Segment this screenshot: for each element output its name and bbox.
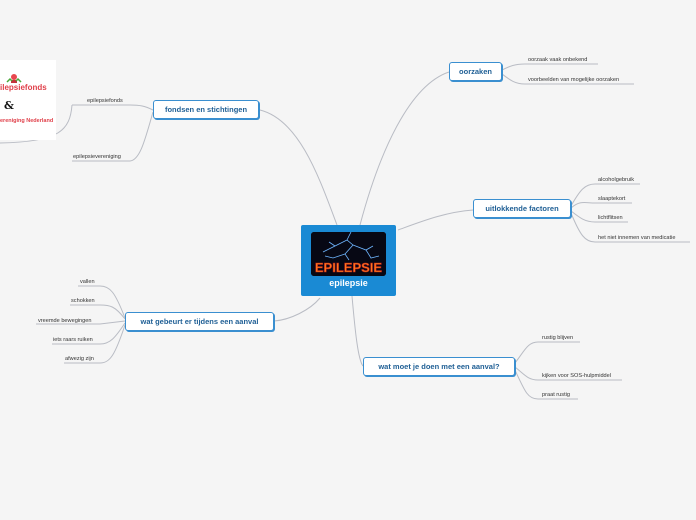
subtopic-item[interactable]: lichtflitsen: [598, 215, 623, 221]
subtopic-item[interactable]: voorbeelden van mogelijke oorzaken: [528, 77, 619, 83]
topic-oorzaken[interactable]: oorzaken: [449, 62, 502, 81]
subtopic-item[interactable]: alcoholgebruik: [598, 177, 634, 183]
topic-label: fondsen en stichtingen: [165, 105, 247, 114]
subtopic-item[interactable]: slaaptekort: [598, 196, 625, 202]
central-label: epilepsie: [301, 278, 396, 288]
subtopic-item[interactable]: epilepsievereniging: [73, 154, 121, 160]
central-node[interactable]: EPILEPSIE epilepsie: [301, 225, 396, 296]
subtopic-item[interactable]: kijken voor SOS-hulpmiddel: [542, 373, 611, 379]
topic-wat-gebeurt-er[interactable]: wat gebeurt er tijdens een aanval: [125, 312, 274, 331]
subtopic-item[interactable]: praat rustig: [542, 392, 570, 398]
subtopic-item[interactable]: iets raars ruiken: [53, 337, 93, 343]
subtopic-item[interactable]: het niet innemen van medicatie: [598, 235, 675, 241]
image-title: EPILEPSIE: [315, 260, 383, 275]
crown-icon: [7, 74, 21, 83]
topic-label: oorzaken: [459, 67, 492, 76]
topic-label: uitlokkende factoren: [485, 204, 558, 213]
subtopic-item[interactable]: rustig blijven: [542, 335, 573, 341]
logo-graphic: ilepsiefonds & ereniging Nederland: [0, 60, 56, 140]
lightning-picture: EPILEPSIE: [311, 232, 386, 276]
logo-text-bottom: ereniging Nederland: [0, 118, 53, 124]
logo-ampersand: &: [4, 99, 14, 112]
topic-label: wat gebeurt er tijdens een aanval: [141, 317, 259, 326]
subtopic-item[interactable]: schokken: [71, 298, 95, 304]
subtopic-item[interactable]: epilepsiefonds: [87, 98, 123, 104]
epilepsie-image: EPILEPSIE: [311, 232, 386, 276]
topic-uitlokkende-factoren[interactable]: uitlokkende factoren: [473, 199, 571, 218]
topic-fondsen-en-stichtingen[interactable]: fondsen en stichtingen: [153, 100, 259, 119]
subtopic-item[interactable]: oorzaak vaak onbekend: [528, 57, 587, 63]
topic-label: wat moet je doen met een aanval?: [378, 362, 499, 371]
subtopic-item[interactable]: vreemde bewegingen: [38, 318, 92, 324]
topic-wat-moet-je-doen[interactable]: wat moet je doen met een aanval?: [363, 357, 515, 376]
epilepsiefonds-logo: ilepsiefonds & ereniging Nederland: [0, 60, 56, 140]
subtopic-item[interactable]: afwezig zijn: [65, 356, 94, 362]
subtopic-item[interactable]: vallen: [80, 279, 95, 285]
logo-text-top: ilepsiefonds: [0, 83, 47, 92]
